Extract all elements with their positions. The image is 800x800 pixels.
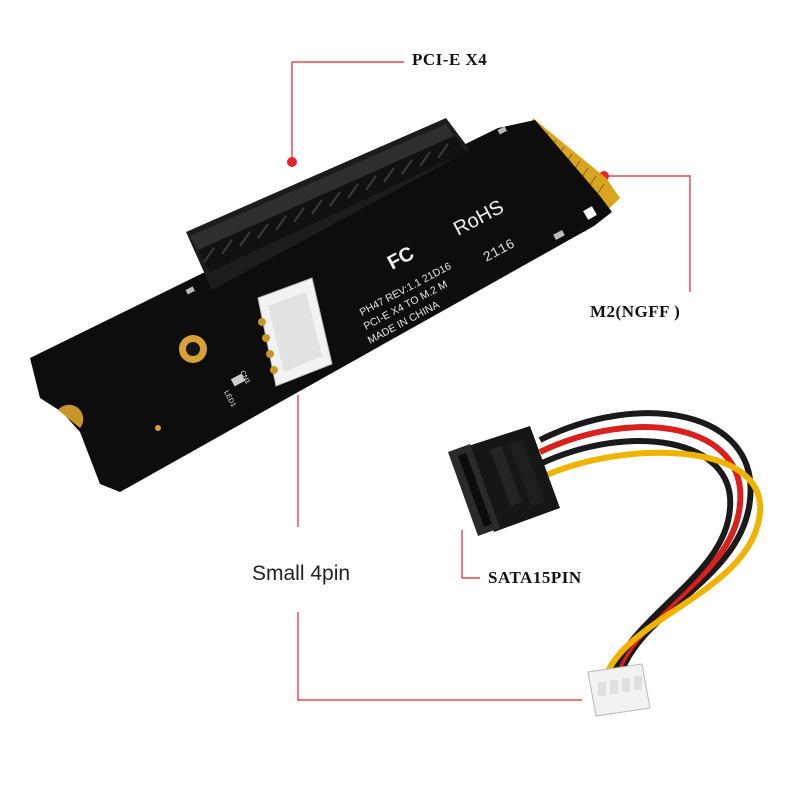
leader-line-pcie xyxy=(291,61,404,162)
label-pcie-x4: PCI-E X4 xyxy=(412,50,488,69)
mount-notch xyxy=(58,404,84,428)
wire-black-2 xyxy=(538,438,734,677)
leader-line-m2 xyxy=(604,175,691,292)
leader-line-sata xyxy=(461,530,480,579)
small-4pin-connector xyxy=(587,663,651,717)
label-m2-ngff: M2(NGFF ) xyxy=(590,302,681,321)
led-component xyxy=(230,373,246,387)
leader-lines xyxy=(287,61,691,701)
pcb-body xyxy=(30,120,612,492)
wire-yellow xyxy=(538,449,764,678)
sata-cable xyxy=(448,410,764,717)
board-4pin-connector xyxy=(257,277,333,387)
wire-red xyxy=(538,424,744,677)
pcie-x4-slot xyxy=(186,118,470,290)
leader-dot-pcie xyxy=(287,157,297,167)
label-sata15pin: SATA15PIN xyxy=(488,568,582,587)
sata15pin-connector xyxy=(448,426,560,536)
label-small-4pin: Small 4pin xyxy=(252,562,351,585)
adapter-board: RoHS FC 2116 PH47 REV:1.1 21D16 PCI-E X4… xyxy=(30,118,620,492)
leader-line-small4pin-lower xyxy=(297,612,582,701)
